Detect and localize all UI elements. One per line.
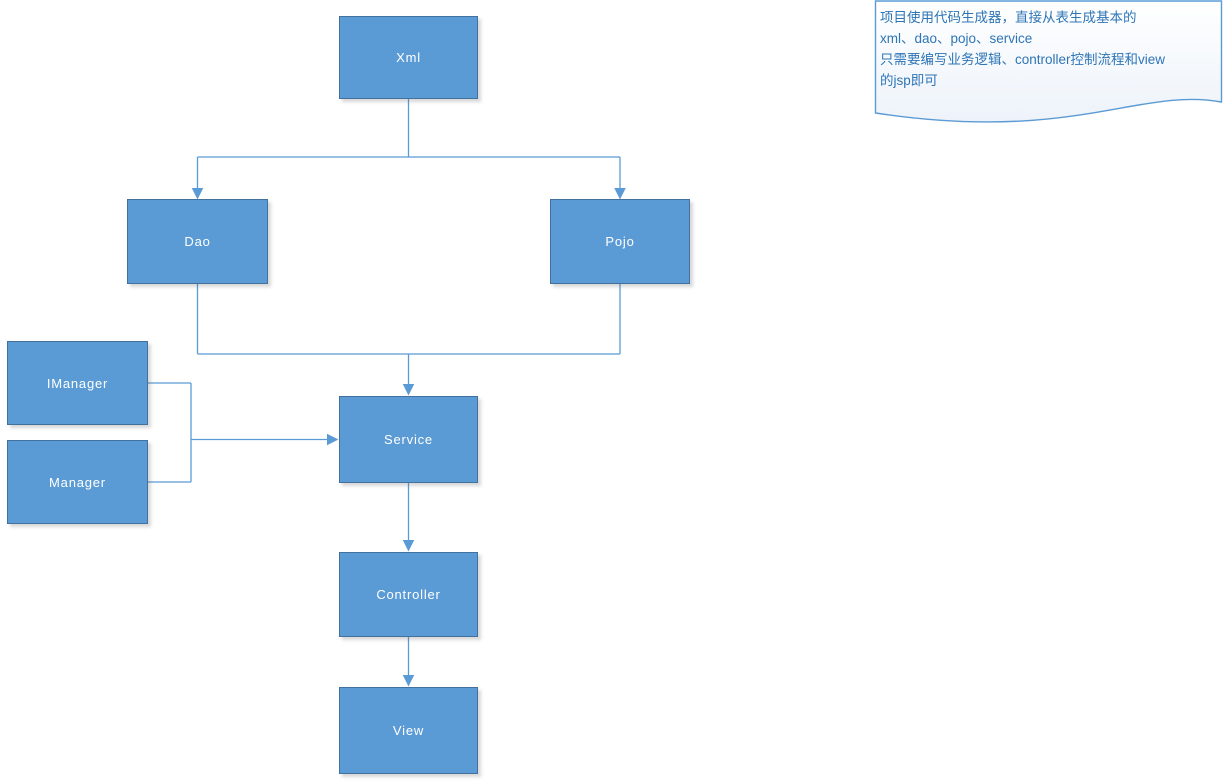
node-controller-label: Controller [376, 587, 441, 602]
node-imanager: IManager [7, 341, 148, 425]
node-view-label: View [392, 723, 425, 738]
node-pojo-label: Pojo [605, 234, 635, 249]
node-view: View [339, 687, 478, 774]
node-manager: Manager [7, 440, 148, 524]
annotation-note: 项目使用代码生成器，直接从表生成基本的 xml、dao、pojo、service… [880, 7, 1218, 91]
node-manager-label: Manager [49, 474, 106, 490]
note-shape [874, 0, 1223, 123]
node-imanager-label: IManager [46, 375, 109, 391]
node-xml-label: Xml [396, 50, 421, 65]
note-line: 项目使用代码生成器，直接从表生成基本的 [880, 10, 1137, 25]
note-line: 的jsp即可 [880, 73, 938, 88]
node-service: Service [339, 396, 478, 483]
note-line: 只需要编写业务逻辑、controller控制流程和view [880, 52, 1166, 67]
node-xml: Xml [339, 16, 478, 99]
node-dao-label: Dao [184, 234, 211, 249]
node-controller: Controller [339, 552, 478, 637]
node-dao: Dao [127, 199, 268, 284]
node-pojo: Pojo [550, 199, 690, 284]
note-line: xml、dao、pojo、service [880, 31, 1033, 46]
node-service-label: Service [384, 432, 433, 447]
